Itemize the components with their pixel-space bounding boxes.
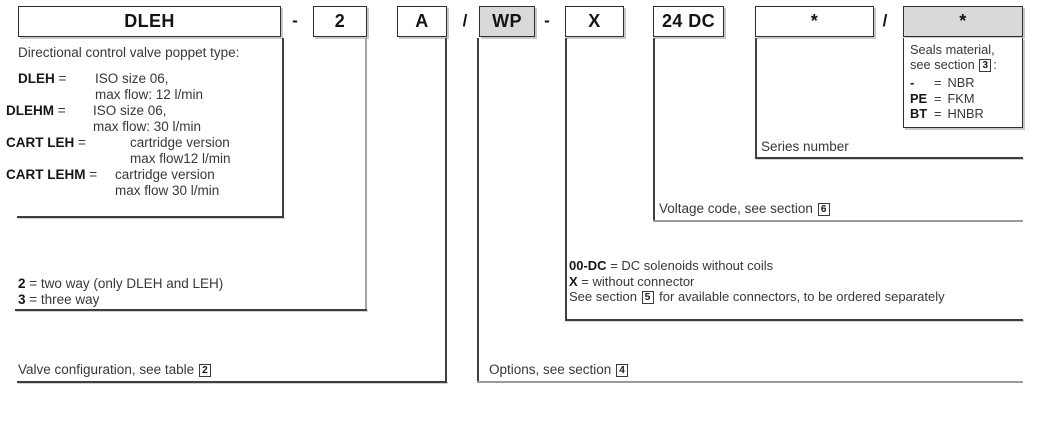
- underline-ways: [15, 309, 367, 311]
- seals-code-box: *: [903, 6, 1023, 37]
- leader-line-ways: [365, 38, 367, 310]
- underline-series: [755, 157, 1023, 159]
- valve-type-value: cartridge version: [130, 135, 230, 150]
- seal-value: HNBR: [947, 105, 984, 121]
- valve-type-heading: Directional control valve poppet type:: [18, 45, 240, 60]
- separator-dash-1: -: [292, 11, 298, 30]
- valve-type-value: max flow: 12 l/min: [95, 87, 204, 102]
- valve-config-text: Valve configuration, see table: [18, 362, 198, 377]
- valve-type-value: max flow12 l/min: [130, 151, 231, 166]
- connector-text: = without connector: [577, 273, 695, 289]
- series-label: Series number: [761, 139, 849, 155]
- seal-entry: - = NBR: [910, 75, 1022, 90]
- seal-value: NBR: [947, 75, 975, 91]
- connector-text: See section: [569, 289, 641, 304]
- leader-line-options: [477, 38, 479, 382]
- equals-sign: =: [85, 167, 101, 182]
- valve-config-label: Valve configuration, see table 2: [18, 362, 213, 378]
- seals-text: see section: [910, 57, 979, 73]
- series-code-box: *: [755, 6, 874, 37]
- leader-line-config: [445, 38, 447, 382]
- seal-value: FKM: [947, 90, 975, 106]
- ways-code-box: 2: [313, 6, 367, 37]
- leader-line-connector: [565, 38, 567, 321]
- series-text: Series number: [761, 139, 849, 154]
- underline-model-description: [17, 216, 284, 218]
- options-text: Options, see section: [489, 362, 616, 377]
- valve-type-value: max flow: 30 l/min: [93, 119, 202, 134]
- valve-type-value: ISO size 06,: [95, 71, 169, 86]
- equals-sign: =: [934, 75, 942, 91]
- equals-sign: =: [934, 90, 942, 106]
- section-ref-5: 5: [641, 291, 654, 304]
- seals-text: :: [993, 57, 997, 73]
- valve-type-code: DLEHM: [6, 103, 54, 118]
- seal-code: BT: [910, 105, 928, 121]
- voltage-label: Voltage code, see section 6: [659, 201, 832, 217]
- connector-code: 00-DC: [569, 258, 607, 273]
- valve-type-value: cartridge version: [115, 167, 215, 182]
- valve-type-entry: DLEH = ISO size 06,max flow: 12 l/min: [18, 71, 303, 103]
- valve-type-code: CART LEHM: [6, 167, 86, 182]
- connector-code-box: X: [565, 6, 624, 37]
- seal-code: -: [910, 75, 915, 91]
- separator-slash-1: /: [462, 11, 468, 30]
- separator-dash-2: -: [544, 11, 550, 30]
- options-label: Options, see section 4: [489, 362, 630, 378]
- ways-code: 2: [18, 276, 26, 291]
- connector-text: = DC solenoids without coils: [606, 258, 774, 273]
- separator-slash-2: /: [882, 11, 888, 30]
- ways-label: 2 = two way (only DLEH and LEH) 3 = thre…: [18, 276, 223, 308]
- section-ref-2: 2: [198, 364, 211, 377]
- seal-entry: BT = HNBR: [910, 106, 1022, 121]
- valve-type-code: CART LEH: [6, 135, 75, 150]
- seals-title: Seals material,: [910, 42, 995, 57]
- voltage-text: Voltage code, see section: [659, 201, 817, 216]
- equals-sign: =: [934, 105, 942, 121]
- equals-sign: =: [74, 135, 90, 150]
- ways-text: = two way (only DLEH and LEH): [25, 276, 224, 291]
- seals-section-line: see section 3:: [910, 57, 1022, 73]
- section-ref-3: 3: [979, 59, 992, 73]
- voltage-code-box: 24 DC: [653, 6, 724, 37]
- valve-type-code: DLEH: [18, 71, 55, 86]
- section-ref-6: 6: [817, 203, 830, 216]
- connector-text: for available connectors, to be ordered …: [655, 289, 945, 304]
- connector-label: 00-DC = DC solenoids without coils X = w…: [569, 258, 945, 305]
- equals-sign: =: [54, 103, 70, 118]
- valve-type-entry: DLEHM = ISO size 06,max flow: 30 l/min: [6, 103, 303, 135]
- ways-code: 3: [18, 292, 26, 307]
- connector-code: X: [569, 273, 578, 289]
- leader-line-model: [282, 38, 284, 217]
- ways-text: = three way: [25, 292, 100, 307]
- underline-connector: [565, 319, 1023, 321]
- leader-line-series: [755, 38, 757, 158]
- leader-line-voltage: [653, 38, 655, 221]
- options-code-box: WP: [479, 6, 535, 37]
- equals-sign: =: [54, 71, 71, 86]
- seal-code: PE: [910, 90, 928, 106]
- config-code-box: A: [397, 6, 447, 37]
- model-code-box: DLEH: [18, 6, 281, 37]
- seal-entry: PE = FKM: [910, 91, 1022, 106]
- section-ref-4: 4: [616, 364, 629, 377]
- valve-type-value: ISO size 06,: [93, 103, 167, 118]
- seals-material-box: Seals material, see section 3: - = NBR PE =…: [903, 38, 1023, 128]
- valve-type-value: max flow 30 l/min: [115, 183, 220, 198]
- underline-options: [477, 381, 1023, 383]
- underline-voltage: [653, 220, 1023, 222]
- valve-type-description: Directional control valve poppet type: D…: [6, 45, 303, 199]
- underline-valve-config: [17, 381, 447, 383]
